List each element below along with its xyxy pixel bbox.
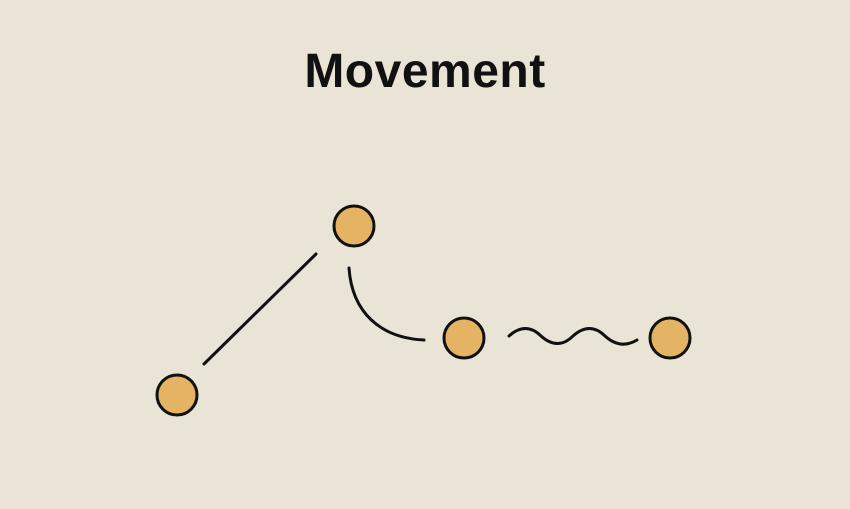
page-title: Movement xyxy=(304,45,546,98)
node-circle-end xyxy=(648,316,692,360)
node-circle-start xyxy=(155,373,199,417)
straight-line-connector xyxy=(202,252,318,366)
node-circle-peak xyxy=(332,204,376,248)
node-circle-middle xyxy=(442,316,486,360)
wavy-line-connector xyxy=(507,327,639,346)
curved-arc-connector xyxy=(347,266,426,342)
